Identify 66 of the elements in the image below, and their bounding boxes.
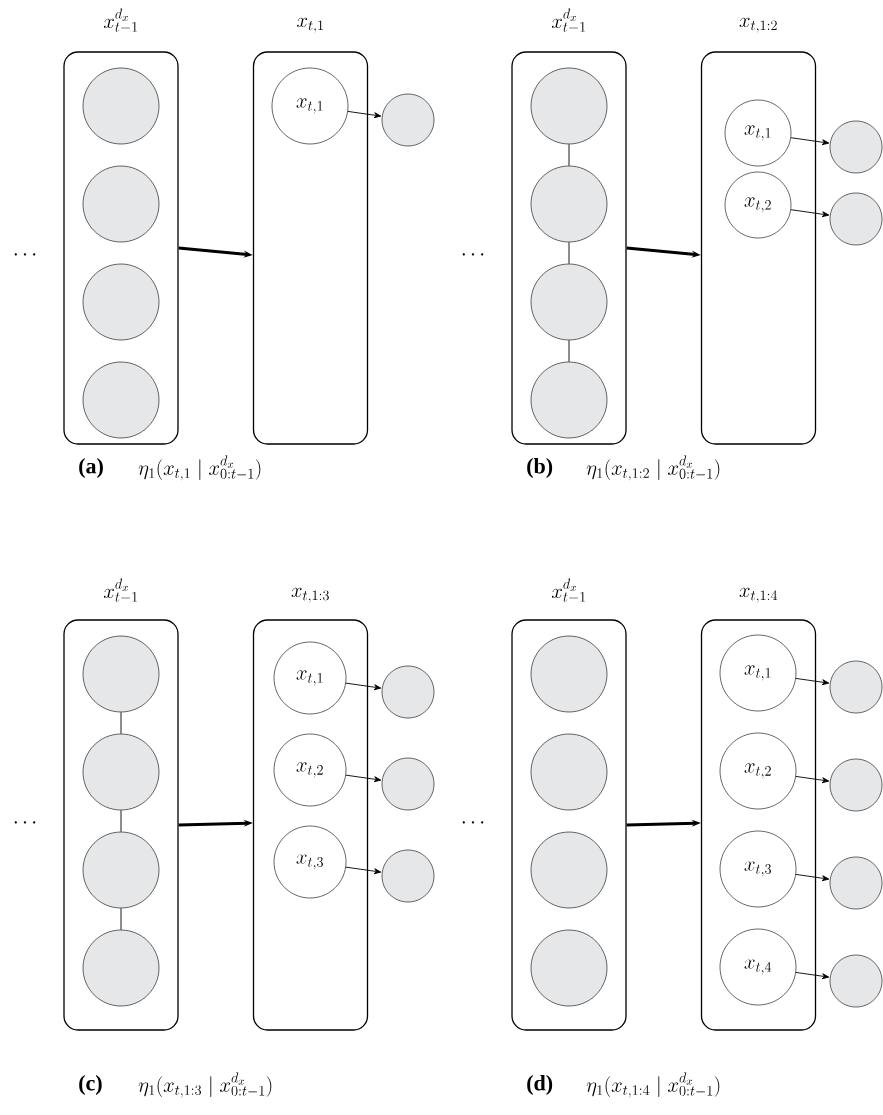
unit-circle <box>530 263 608 341</box>
unit-circle <box>82 635 160 713</box>
node-label: $x^{d_x}_{t-1}$ <box>551 8 586 32</box>
subfigure-tag: (a) <box>79 458 103 478</box>
unit-circle <box>530 831 608 909</box>
arrow <box>795 775 830 784</box>
unit-circle <box>530 733 608 811</box>
node-label: $x^{d_x}_{t-1}$ <box>551 578 586 602</box>
subfigure-tag: (c) <box>79 1075 102 1095</box>
unit-circle <box>530 361 608 439</box>
node-label: $x_{t,1:3}$ <box>291 587 329 603</box>
caption-formula: $\eta_1(x_{t,1:3} \mid x^{d_x}_{0:t-1})$ <box>138 1072 272 1098</box>
layer-box: $x^{d_x}_{t-1}$ <box>511 578 627 1031</box>
unit-circle <box>530 67 608 145</box>
connector-line <box>568 143 570 167</box>
unit-circle <box>530 165 608 243</box>
output-circle <box>829 856 883 910</box>
layer-box: $x^{d_x}_{t-1}$ <box>511 8 627 445</box>
unit-circle <box>530 929 608 1007</box>
output-circle <box>381 849 435 903</box>
ellipsis: $\cdots$ <box>14 821 36 824</box>
output-circle <box>381 93 435 147</box>
subfigure-tag: (d) <box>527 1075 553 1095</box>
arrow <box>345 682 382 691</box>
output-circle <box>829 954 883 1008</box>
unit-circle <box>530 635 608 713</box>
output-circle <box>829 660 883 714</box>
caption-formula: $\eta_1(x_{t,1} \mid x^{d_x}_{0:t-1})$ <box>138 455 261 481</box>
arrow <box>790 137 830 146</box>
output-circle <box>829 192 883 246</box>
subfigure-tag: (b) <box>527 458 553 478</box>
connector-line <box>120 711 122 735</box>
layer-box: $x^{d_x}_{t-1}$ <box>63 8 179 445</box>
node-label: $x^{d_x}_{t-1}$ <box>103 8 138 32</box>
arrow <box>345 774 382 783</box>
output-circle <box>381 665 435 719</box>
node-label: $x^{d_x}_{t-1}$ <box>103 578 138 602</box>
arrow <box>345 866 382 875</box>
layer-box: $x^{d_x}_{t-1}$ <box>63 578 179 1031</box>
output-circle <box>829 758 883 812</box>
caption-formula: $\eta_1(x_{t,1:4} \mid x^{d_x}_{0:t-1})$ <box>586 1072 720 1098</box>
node-label: $x_{t,1}$ <box>297 17 323 33</box>
arrow <box>790 209 830 218</box>
node-label: $x_{t,1:2}$ <box>739 17 777 33</box>
ellipsis: $\cdots$ <box>462 821 484 824</box>
arrow <box>347 110 382 119</box>
unit-circle <box>82 733 160 811</box>
unit-circle <box>82 361 160 439</box>
unit-circle <box>82 67 160 145</box>
connector-line <box>568 241 570 265</box>
arrow <box>795 873 830 882</box>
unit-circle <box>82 165 160 243</box>
arrow <box>795 971 830 980</box>
output-circle <box>829 120 883 174</box>
arrow <box>795 677 830 686</box>
unit-circle <box>82 929 160 1007</box>
unit-circle <box>82 831 160 909</box>
output-circle <box>381 757 435 811</box>
unit-circle <box>82 263 160 341</box>
ellipsis: $\cdots$ <box>14 253 36 256</box>
connector-line <box>120 907 122 931</box>
caption-formula: $\eta_1(x_{t,1:2} \mid x^{d_x}_{0:t-1})$ <box>586 455 720 481</box>
connector-line <box>568 339 570 363</box>
ellipsis: $\cdots$ <box>462 253 484 256</box>
node-label: $x_{t,1:4}$ <box>739 587 778 603</box>
connector-line <box>120 809 122 833</box>
